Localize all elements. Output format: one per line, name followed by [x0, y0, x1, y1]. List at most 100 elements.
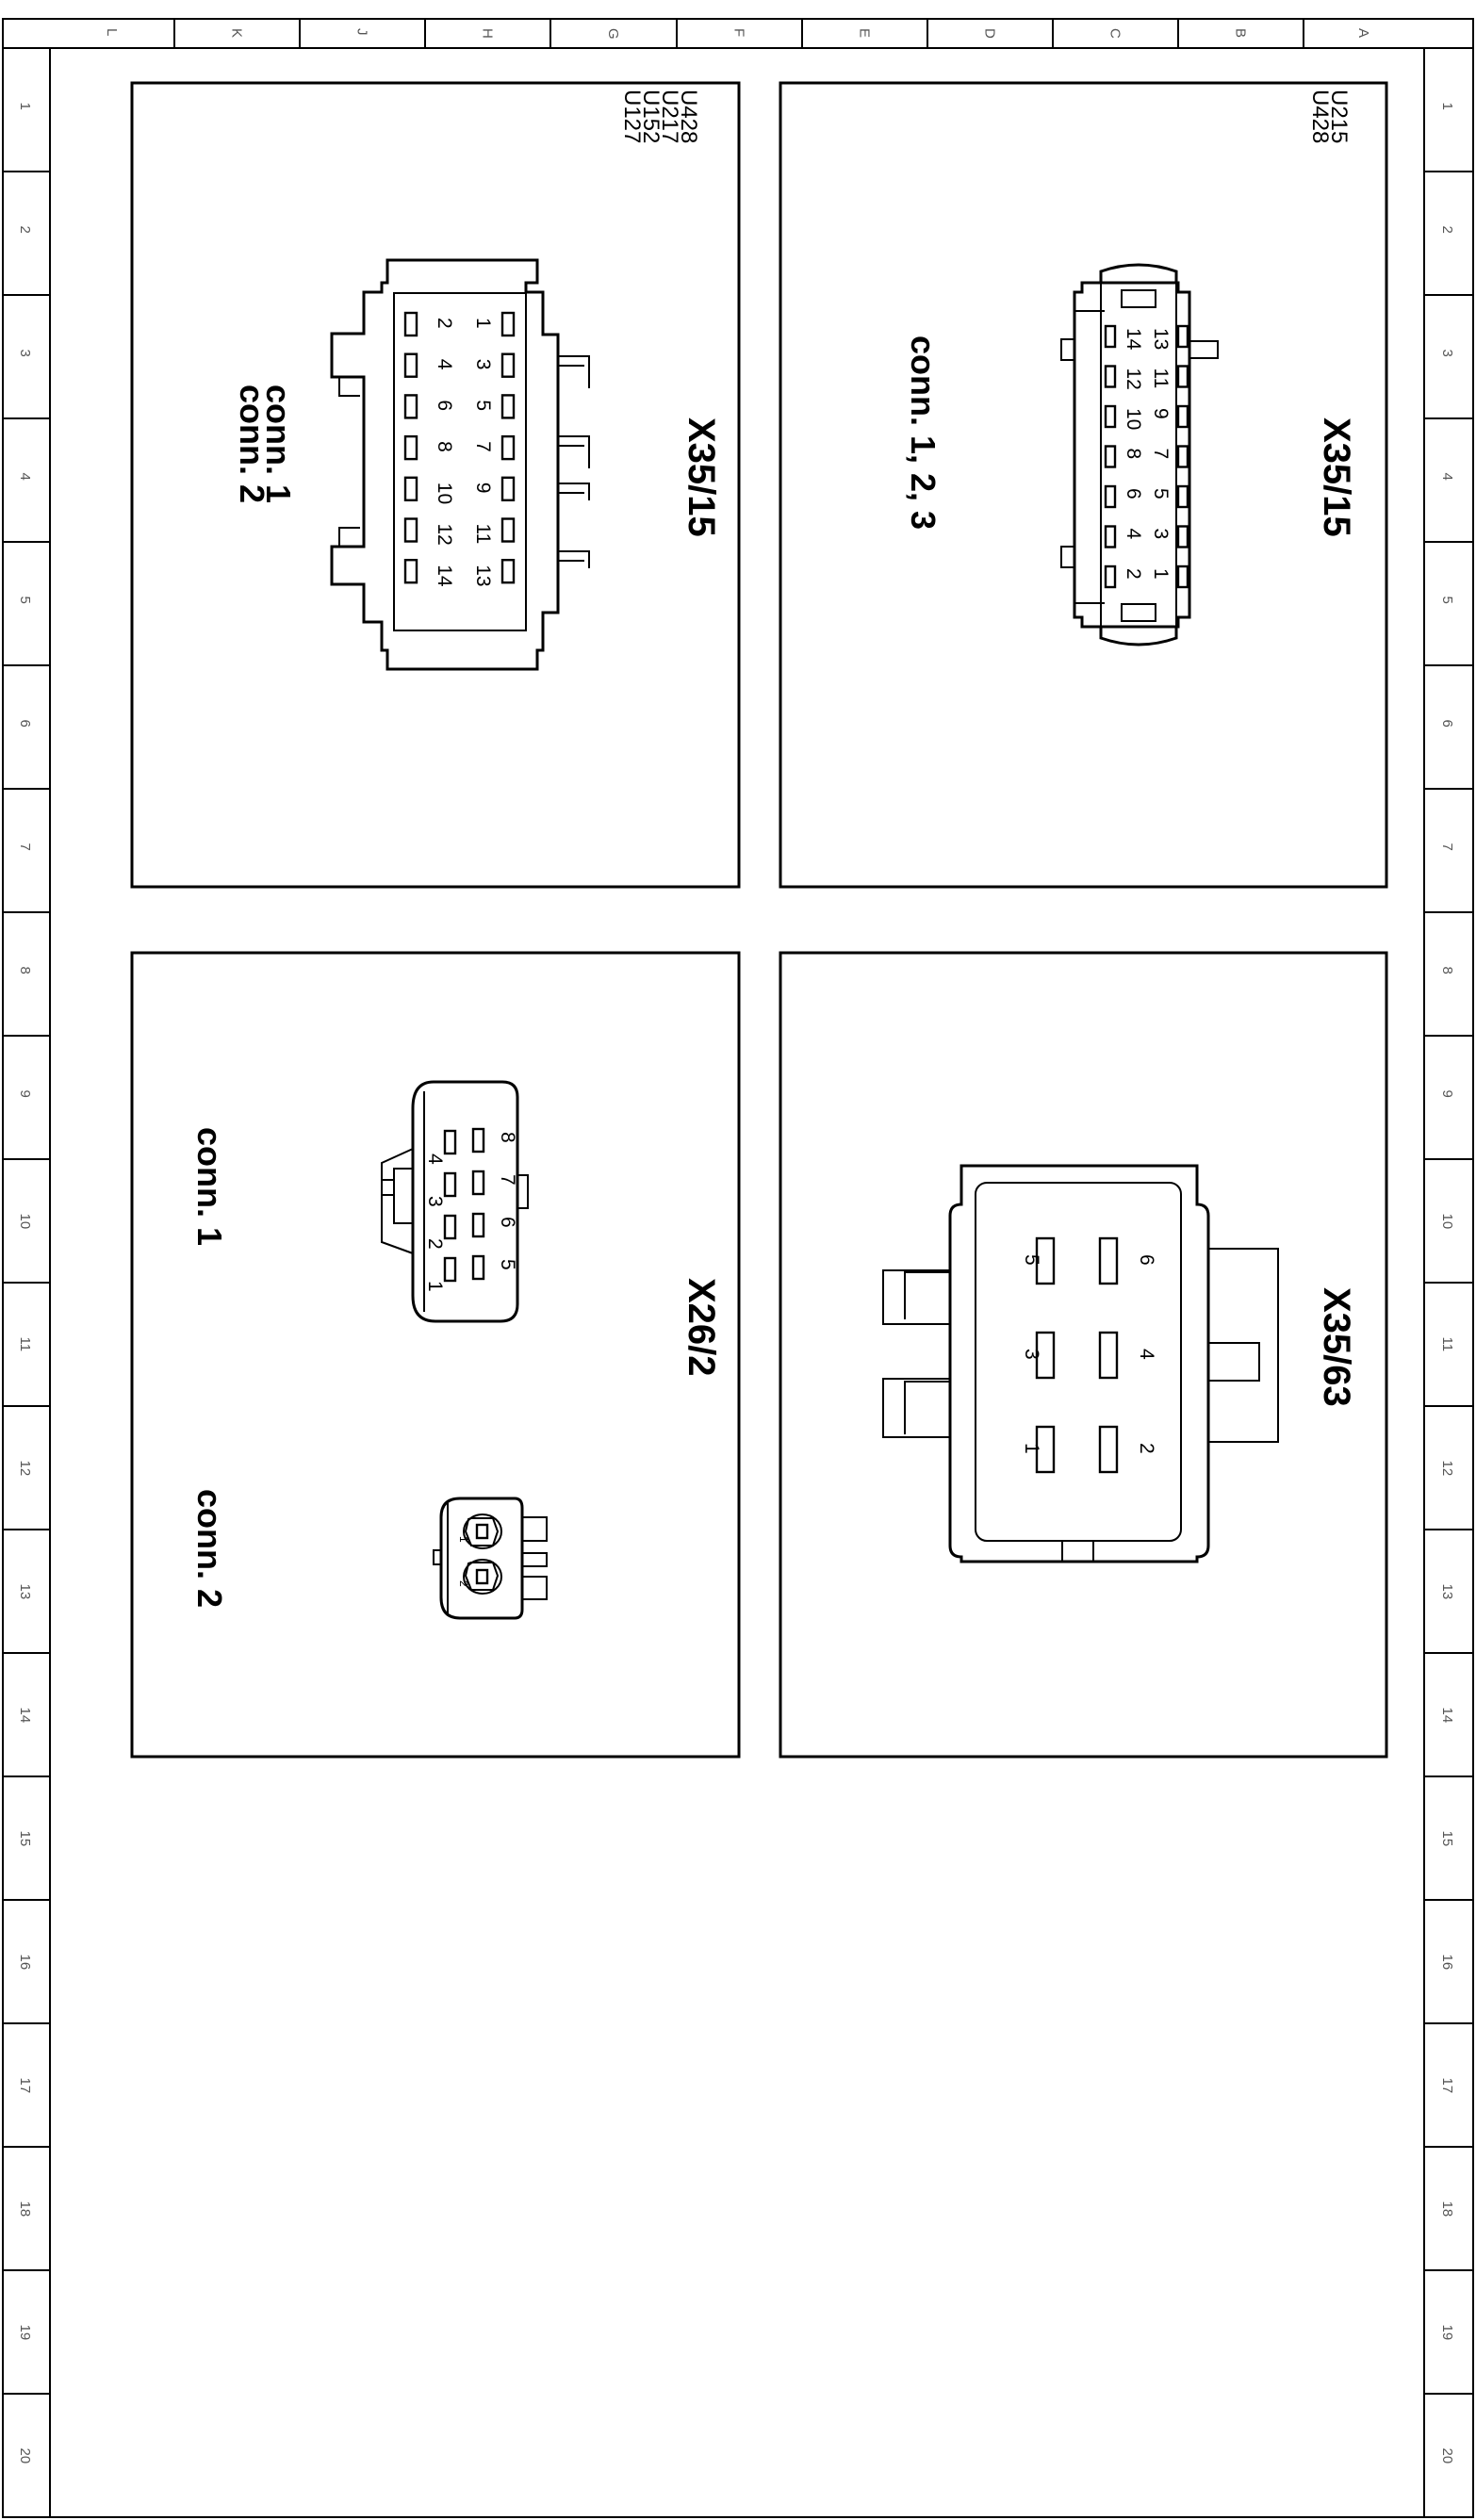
- pin-row-top: 642: [1098, 1236, 1157, 1474]
- pin-number: 6: [434, 400, 455, 411]
- pin-number: 10: [1123, 408, 1144, 430]
- pin-cavity: [1176, 525, 1189, 548]
- pin-number: 11: [1150, 368, 1172, 389]
- pin-number: 1: [1021, 1443, 1042, 1454]
- panel-top-left-border: [130, 81, 741, 889]
- pin-cavity: [471, 1170, 485, 1196]
- connector-14-pin-large: [330, 258, 590, 671]
- pin-number: 6: [497, 1217, 518, 1228]
- pin-labels-2-pin: 12: [457, 1536, 470, 1587]
- row-number: 16: [17, 1955, 33, 1971]
- connector-title: X35/63: [1316, 1287, 1357, 1407]
- pin-cavity: [1035, 1331, 1056, 1380]
- panel-top-left: U428 U217 U152 U127 X35/15 conn. 1 conn.…: [130, 81, 741, 889]
- pin-cavity: [1176, 324, 1189, 349]
- row-number: 2: [1439, 226, 1455, 234]
- pin-number: 9: [1150, 408, 1172, 419]
- connector-6-pin: [882, 1164, 1279, 1563]
- pin-number: 3: [472, 359, 494, 370]
- connector-title: X35/15: [681, 417, 722, 537]
- pin-cavity: [403, 434, 418, 461]
- connector-1-label: conn. 1: [190, 1127, 229, 1246]
- row-number: 15: [1439, 1831, 1455, 1847]
- column-letter: H: [480, 28, 496, 39]
- pin-number: 4: [1123, 529, 1144, 540]
- pin-number: 6: [1123, 488, 1144, 499]
- pin-number: 8: [497, 1132, 518, 1143]
- pin-number: 4: [434, 359, 455, 370]
- pin-cavity: [500, 311, 516, 337]
- row-number: 11: [1439, 1337, 1455, 1352]
- row-number: 20: [17, 2448, 33, 2464]
- pin-cavity: [403, 559, 418, 584]
- row-number: 20: [1439, 2448, 1455, 2464]
- row-number: 8: [17, 967, 33, 974]
- row-number: 1: [17, 103, 33, 110]
- row-number: 5: [1439, 597, 1455, 604]
- column-letter: A: [1355, 28, 1371, 38]
- row-number: 10: [1439, 1214, 1455, 1230]
- column-letter: G: [605, 28, 621, 40]
- connector-2-pin: [433, 1497, 548, 1620]
- row-number: 18: [1439, 2201, 1455, 2217]
- pin-cavity: [1104, 445, 1117, 468]
- pin-cavity: [1176, 404, 1189, 429]
- pin-number: 12: [1123, 368, 1144, 390]
- pin-cavity: [500, 394, 516, 419]
- pin-cavity: [1098, 1425, 1119, 1474]
- row-number: 18: [17, 2201, 33, 2217]
- pin-cavity: [403, 517, 418, 543]
- pin-cavity: [443, 1214, 457, 1240]
- pin-cavity: [1104, 525, 1117, 548]
- row-number: 7: [1439, 843, 1455, 851]
- pin-cavity: [1176, 365, 1189, 388]
- part-code-1: U215: [1326, 90, 1352, 143]
- row-number: 13: [17, 1584, 33, 1600]
- pin-cavity: [403, 476, 418, 501]
- row-number: 1: [1439, 103, 1455, 110]
- column-letter: K: [229, 28, 245, 38]
- row-number: 9: [1439, 1090, 1455, 1098]
- column-letter: C: [1107, 28, 1123, 39]
- pin-cavity: [1098, 1331, 1119, 1380]
- pin-cavity: [1104, 404, 1117, 429]
- row-number: 4: [1439, 473, 1455, 481]
- row-number: 2: [17, 226, 33, 234]
- pin-cavity: [403, 394, 418, 419]
- pin-cavity: [443, 1171, 457, 1198]
- pin-cavity: [1104, 365, 1117, 388]
- pin-cavity: [1098, 1236, 1119, 1285]
- pin-number: 3: [1150, 529, 1172, 540]
- connector-title: X35/15: [1316, 417, 1357, 537]
- pin-number: 5: [1021, 1254, 1042, 1266]
- pin-cavity: [471, 1127, 485, 1154]
- row-number: 3: [17, 350, 33, 357]
- panel-top-right: U215 U428 X35/15 conn. 1, 2, 3 131197531…: [779, 81, 1388, 889]
- pin-number: 7: [1150, 449, 1172, 460]
- pin-cavity: [1035, 1236, 1056, 1285]
- row-number: 13: [1439, 1584, 1455, 1600]
- pin-cavity: [500, 476, 516, 501]
- pin-number: 10: [434, 483, 455, 504]
- pin-row-bottom: 531: [1021, 1236, 1056, 1474]
- part-code-2: U217: [657, 90, 682, 143]
- panel-bottom-right: X35/63 642 531: [779, 951, 1388, 1759]
- pin-number: 1: [457, 1536, 470, 1543]
- row-number: 10: [17, 1214, 33, 1230]
- pin-number: 6: [1136, 1254, 1157, 1266]
- row-number: 5: [17, 597, 33, 604]
- row-number: 16: [1439, 1955, 1455, 1971]
- row-number: 6: [17, 720, 33, 728]
- pin-number: 4: [1136, 1349, 1157, 1360]
- pin-number: 1: [472, 318, 494, 329]
- pin-number: 12: [434, 524, 455, 546]
- pin-number: 5: [1150, 488, 1172, 499]
- pin-number: 13: [472, 565, 494, 586]
- connector-14-pin-small: [1060, 263, 1219, 646]
